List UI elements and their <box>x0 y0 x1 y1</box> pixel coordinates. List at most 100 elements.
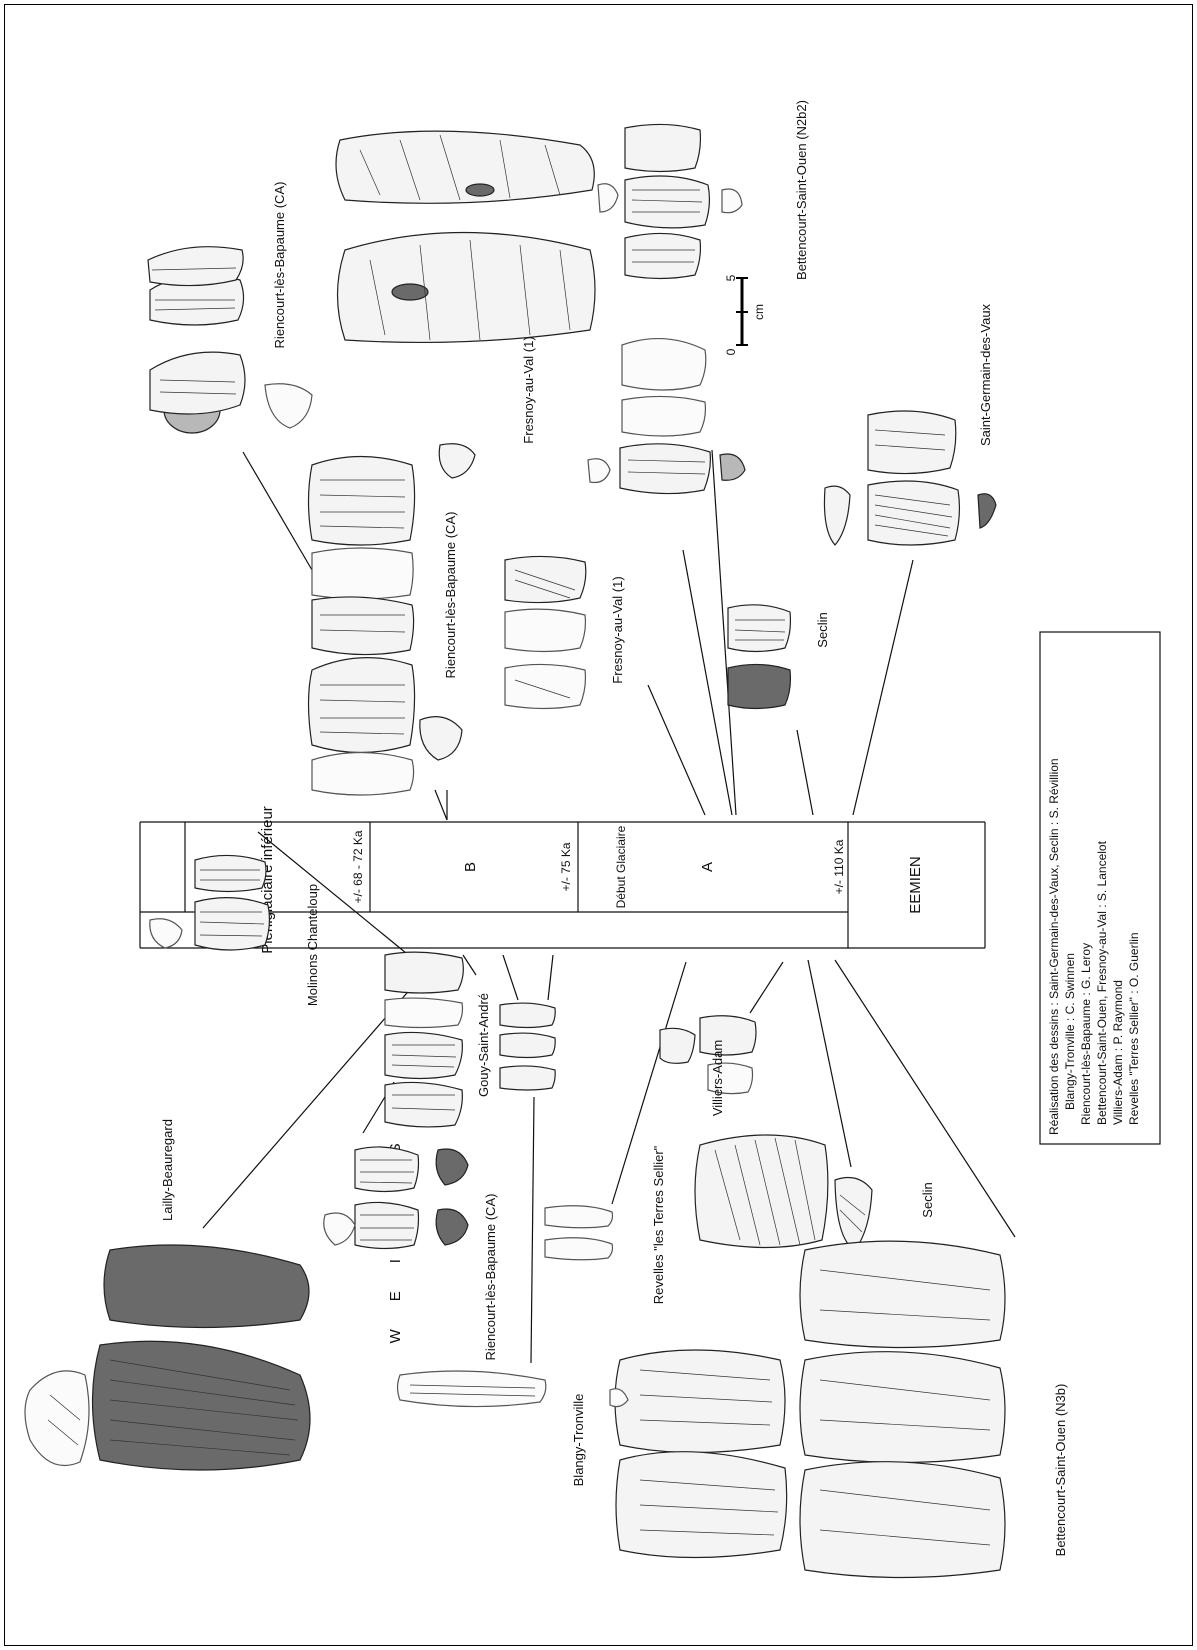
artifact <box>835 1178 872 1250</box>
artifact <box>700 1016 756 1055</box>
label-lailly: Lailly-Beauregard <box>160 1119 175 1221</box>
artifacts-riencourt-top <box>148 247 312 433</box>
phase-b-label: B <box>462 862 479 872</box>
artifact-shading <box>466 184 494 196</box>
artifact <box>355 1147 419 1192</box>
artifact <box>695 1135 828 1248</box>
artifacts-seclin-right <box>728 605 790 709</box>
label-revelles: Revelles "les Terres Sellier" <box>651 1145 666 1304</box>
credits-line-2: Blangy-Tronville : C. Swinnen <box>1063 953 1077 1110</box>
credits-line-5: Villiers-Adam : P. Raymond <box>1111 980 1125 1125</box>
weichselien-label: WEICHSELIEN <box>387 932 404 1343</box>
artifact-shading <box>392 284 428 300</box>
artifact <box>800 1352 1005 1463</box>
label-villiers: Villiers-Adam <box>710 1040 725 1116</box>
artifact <box>104 1245 309 1328</box>
artifacts-riencourt-left <box>385 952 463 1127</box>
artifact <box>505 664 585 708</box>
artifact <box>728 605 790 652</box>
label-blangy: Blangy-Tronville <box>571 1394 586 1487</box>
connector-seclin-right <box>797 730 813 815</box>
artifact <box>324 1213 355 1245</box>
scale-unit: cm <box>752 304 766 320</box>
artifact <box>800 1462 1005 1578</box>
credits-line-3: Riencourt-lès-Bapaume : G. Leroy <box>1079 943 1093 1125</box>
artifact <box>25 1371 89 1466</box>
artifact <box>309 457 415 546</box>
label-gouy: Gouy-Saint-André <box>476 993 491 1097</box>
connector-villiers <box>750 962 783 1013</box>
credits-box: Réalisation des dessins : Saint-Germain-… <box>1040 632 1160 1144</box>
artifact <box>622 396 705 436</box>
scale-five: 5 <box>724 274 738 281</box>
artifact <box>150 352 245 414</box>
label-fresnoy-big: Fresnoy-au-Val (1) <box>521 336 536 443</box>
scale-zero: 0 <box>724 348 738 355</box>
artifacts-seclin-left <box>695 1135 872 1250</box>
label-seclin-right: Seclin <box>815 612 830 647</box>
artifact <box>385 1082 462 1127</box>
connector-fresnoy-small <box>648 685 705 815</box>
artifact <box>385 998 463 1027</box>
artifact <box>505 556 586 602</box>
artifacts-villiers <box>660 1016 756 1094</box>
artifact <box>500 1003 555 1027</box>
artifact <box>722 189 742 213</box>
artifact <box>420 717 462 760</box>
artifact <box>150 919 182 948</box>
artifact <box>385 952 463 993</box>
artifact <box>720 454 745 480</box>
artifact <box>545 1206 613 1228</box>
artifacts-fresnoy-big <box>336 131 595 342</box>
label-riencourt-top: Riencourt-lès-Bapaume (CA) <box>272 182 287 349</box>
artifacts-gouy <box>500 1003 555 1090</box>
artifact <box>312 548 413 599</box>
artifact <box>338 233 596 343</box>
artifact <box>868 411 956 474</box>
artifact <box>436 1149 468 1185</box>
date-72-label: +/- 68 - 72 Ka <box>351 830 365 903</box>
artifact <box>336 131 594 203</box>
connector-blangy-top <box>548 955 553 1000</box>
credits-line-4: Bettencourt-Saint-Ouen, Fresnoy-au-Val :… <box>1095 840 1109 1125</box>
artifact <box>824 486 850 545</box>
artifact <box>500 1066 555 1090</box>
label-molinons: Molinons Chanteloup <box>305 884 320 1006</box>
artifact <box>439 444 475 478</box>
label-fresnoy-small: Fresnoy-au-Val (1) <box>610 576 625 683</box>
artifacts-molinons <box>150 855 270 950</box>
artifact <box>800 1241 1005 1347</box>
label-bettencourt-n2b2: Bettencourt-Saint-Ouen (N2b2) <box>794 100 809 280</box>
artifact <box>622 339 706 390</box>
artifacts-bettencourt-n2b2 <box>588 124 745 493</box>
artifact <box>312 597 414 655</box>
connector-fresnoy-big <box>683 550 732 815</box>
artifact <box>195 855 266 891</box>
artifact <box>545 1238 613 1260</box>
artifact <box>616 1452 787 1558</box>
connector-molinons <box>258 832 406 953</box>
artifact <box>625 233 700 278</box>
artifact <box>500 1033 555 1057</box>
artifact <box>728 664 790 708</box>
date-110-label: +/- 110 Ka <box>832 839 846 894</box>
label-seclin-left: Seclin <box>920 1182 935 1217</box>
artifact <box>312 753 414 796</box>
artifact <box>978 494 996 528</box>
artifact <box>598 184 618 212</box>
connector-revelles <box>612 962 686 1204</box>
connector-gouy-a <box>463 955 476 975</box>
artifact <box>505 609 585 651</box>
artifacts-revelles <box>545 1206 613 1260</box>
artifacts-bettencourt-n3b <box>610 1241 1005 1577</box>
connector-riencourt-mid <box>435 790 447 820</box>
artifact <box>148 247 243 286</box>
connector-gouy-b <box>503 955 518 1000</box>
artifacts-blangy <box>398 1371 546 1407</box>
label-saint-germain: Saint-Germain-des-Vaux <box>978 303 993 446</box>
artifact <box>93 1341 311 1470</box>
artifacts-fresnoy-small <box>505 556 586 708</box>
label-riencourt-left: Riencourt-lès-Bapaume (CA) <box>483 1194 498 1361</box>
phase-a-label: A <box>699 862 716 872</box>
credits-line-6: Revelles "Terres Sellier" : O. Guerlin <box>1127 932 1141 1125</box>
